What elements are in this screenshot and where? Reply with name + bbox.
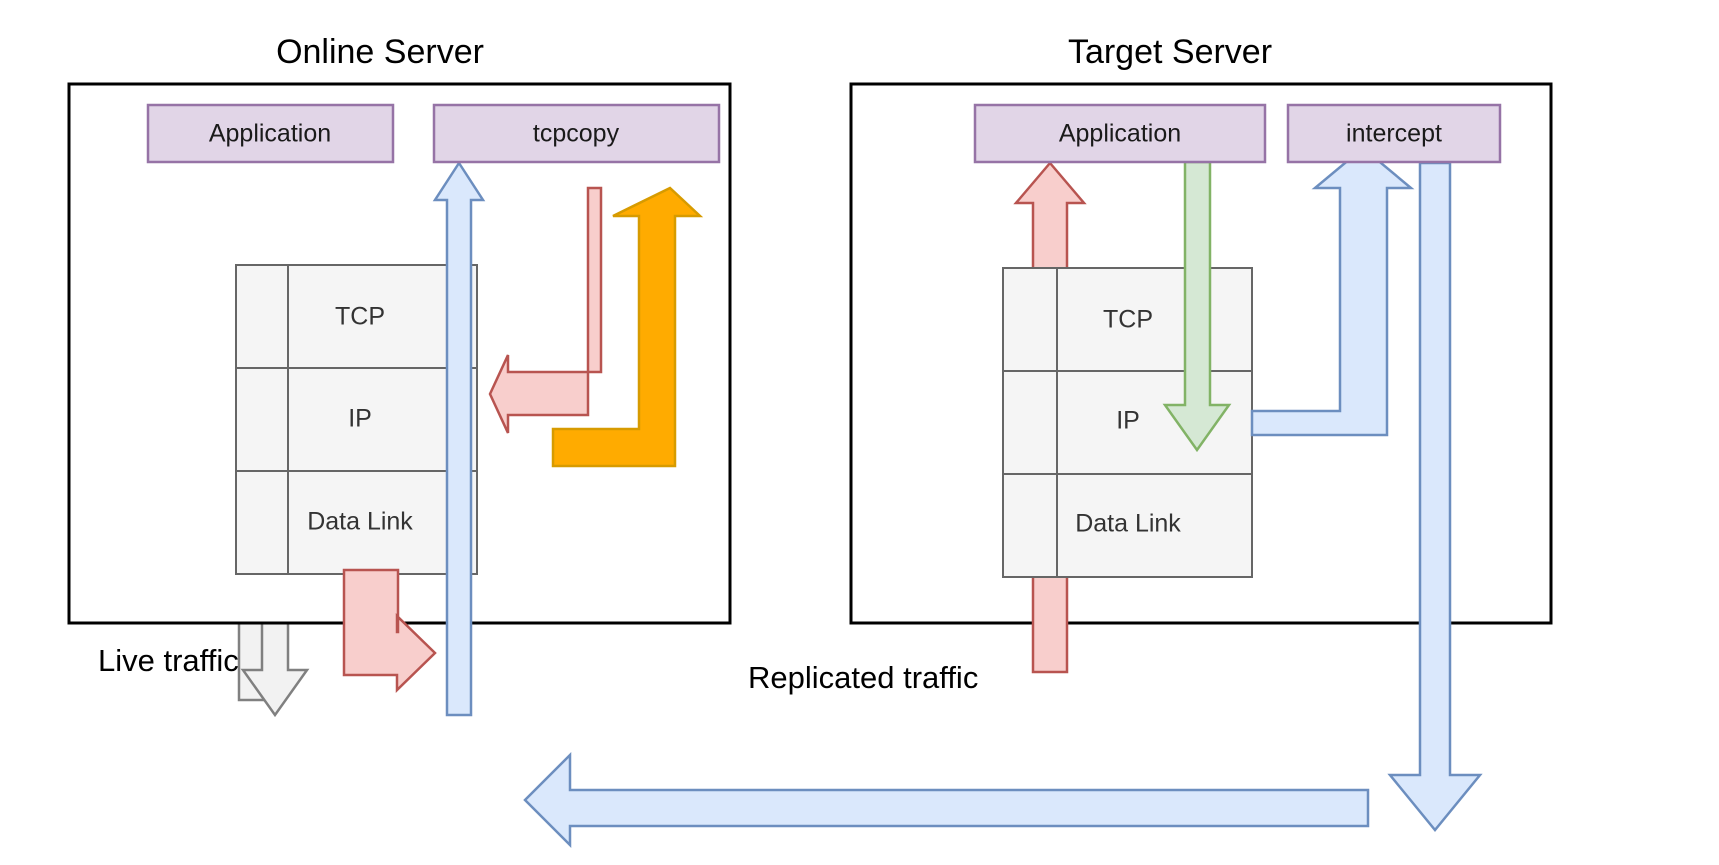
- target-tcp-label: TCP: [1103, 306, 1153, 334]
- online-server-title: Online Server: [276, 33, 484, 71]
- live-traffic-label: Live traffic: [98, 643, 239, 678]
- online-application-box[interactable]: [146, 103, 395, 164]
- orange-return-arrow: [551, 186, 704, 468]
- target-server-title: Target Server: [1068, 33, 1272, 71]
- tcpcopy-capture-arrow: [432, 160, 486, 717]
- online-application-label: Application: [209, 120, 331, 148]
- target-application-label: Application: [1059, 120, 1181, 148]
- target-ip-box: [1056, 370, 1253, 475]
- intercept-feedback-arrow: [1387, 161, 1483, 832]
- online-tcp-label: TCP: [335, 303, 385, 331]
- replicated-feedback-horizontal-arrow: [523, 751, 1370, 849]
- online-tcp-box: [287, 264, 478, 369]
- replicated-out-arrow: [342, 568, 437, 693]
- online-ip-label: IP: [348, 405, 372, 433]
- target-application-box[interactable]: [973, 103, 1267, 164]
- replicated-traffic-label: Replicated traffic: [748, 660, 978, 695]
- target-datalink-box: [1056, 473, 1253, 578]
- intercept-capture-arrow: [1250, 146, 1415, 437]
- online-datalink-box: [287, 470, 478, 575]
- target-tcp-box: [1056, 267, 1253, 372]
- online-tcpcopy-label: tcpcopy: [533, 120, 620, 148]
- target-ip-label: IP: [1116, 407, 1140, 435]
- online-ip-box: [287, 367, 478, 472]
- target-intercept-box[interactable]: [1286, 103, 1502, 164]
- online-tcpcopy-box[interactable]: [432, 103, 721, 164]
- tcpcopy-to-ip-arrow: [488, 186, 603, 434]
- target-datalink-label: Data Link: [1075, 510, 1181, 538]
- target-response-down-arrow: [1162, 160, 1232, 453]
- online-datalink-label: Data Link: [307, 508, 413, 536]
- target-intercept-label: intercept: [1346, 120, 1442, 148]
